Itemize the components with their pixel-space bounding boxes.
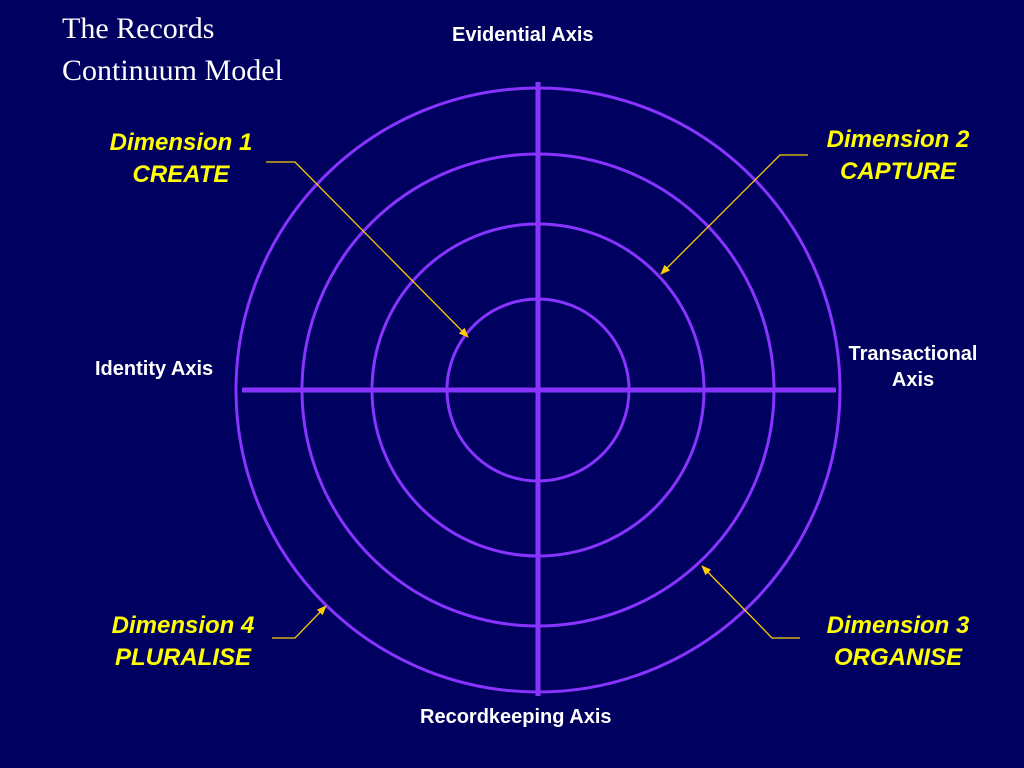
title-line-2: Continuum Model xyxy=(62,54,283,87)
dimension-1-action: CREATE xyxy=(132,161,230,188)
dimension-3-name: Dimension 3 xyxy=(826,612,970,639)
transactional-axis-label: Transactional Axis xyxy=(828,341,998,393)
dimension-2-action: CAPTURE xyxy=(839,158,956,185)
leader-arrow-dimension-1 xyxy=(266,161,469,338)
dimension-1-name: Dimension 1 xyxy=(109,129,253,156)
evidential-axis-text: Evidential Axis xyxy=(452,24,594,46)
dimension-4-name: Dimension 4 xyxy=(111,612,255,639)
evidential-axis-label: Evidential Axis xyxy=(452,22,594,48)
recordkeeping-axis-text: Recordkeeping Axis xyxy=(420,706,612,728)
identity-axis-label: Identity Axis xyxy=(95,356,213,382)
leader-arrow-dimension-3 xyxy=(701,565,800,639)
leader-arrow-dimension-4 xyxy=(272,605,327,639)
dimension-3-action: ORGANISE xyxy=(833,644,962,671)
slide-title: The Records Continuum Model xyxy=(62,8,283,92)
leader-arrow-dimension-2 xyxy=(660,154,808,275)
dimension-2-name: Dimension 2 xyxy=(826,126,970,153)
recordkeeping-axis-label: Recordkeeping Axis xyxy=(420,704,612,730)
title-line-1: The Records xyxy=(62,12,215,45)
dimension-4-label: Dimension 4 PLURALISE xyxy=(90,610,276,674)
transactional-axis-text-line-1: Transactional xyxy=(848,343,978,365)
dimension-3-label: Dimension 3 ORGANISE xyxy=(805,610,991,674)
identity-axis-text: Identity Axis xyxy=(95,358,214,380)
dimension-4-action: PLURALISE xyxy=(114,644,251,671)
dimension-2-label: Dimension 2 CAPTURE xyxy=(805,124,991,188)
transactional-axis-text-line-2: Axis xyxy=(891,369,935,391)
dimension-1-label: Dimension 1 CREATE xyxy=(88,127,274,191)
